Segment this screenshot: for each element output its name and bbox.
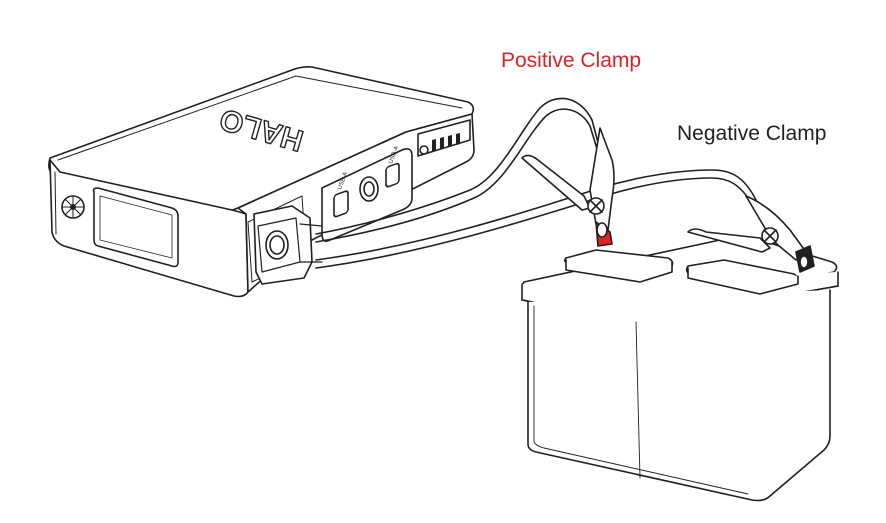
positive-cable (315, 97, 601, 243)
svg-text:USB-A: USB-A (337, 171, 349, 190)
jump-starter-device: HALO USB-A USB-A (48, 66, 475, 298)
usb-port-icon: USB-A (385, 145, 400, 188)
svg-text:USB-A: USB-A (388, 145, 400, 164)
car-battery (521, 237, 839, 502)
fan-vent-icon (61, 195, 85, 219)
cable-connector-icon (253, 205, 323, 285)
positive-clamp-label: Positive Clamp (501, 49, 642, 72)
negative-clamp-icon (687, 195, 815, 273)
battery-level-icon (417, 119, 471, 157)
negative-clamp-label: Negative Clamp (677, 122, 827, 145)
power-button-icon (359, 176, 379, 202)
positive-clamp-icon (521, 127, 615, 247)
usb-port-icon: USB-A (333, 171, 349, 218)
